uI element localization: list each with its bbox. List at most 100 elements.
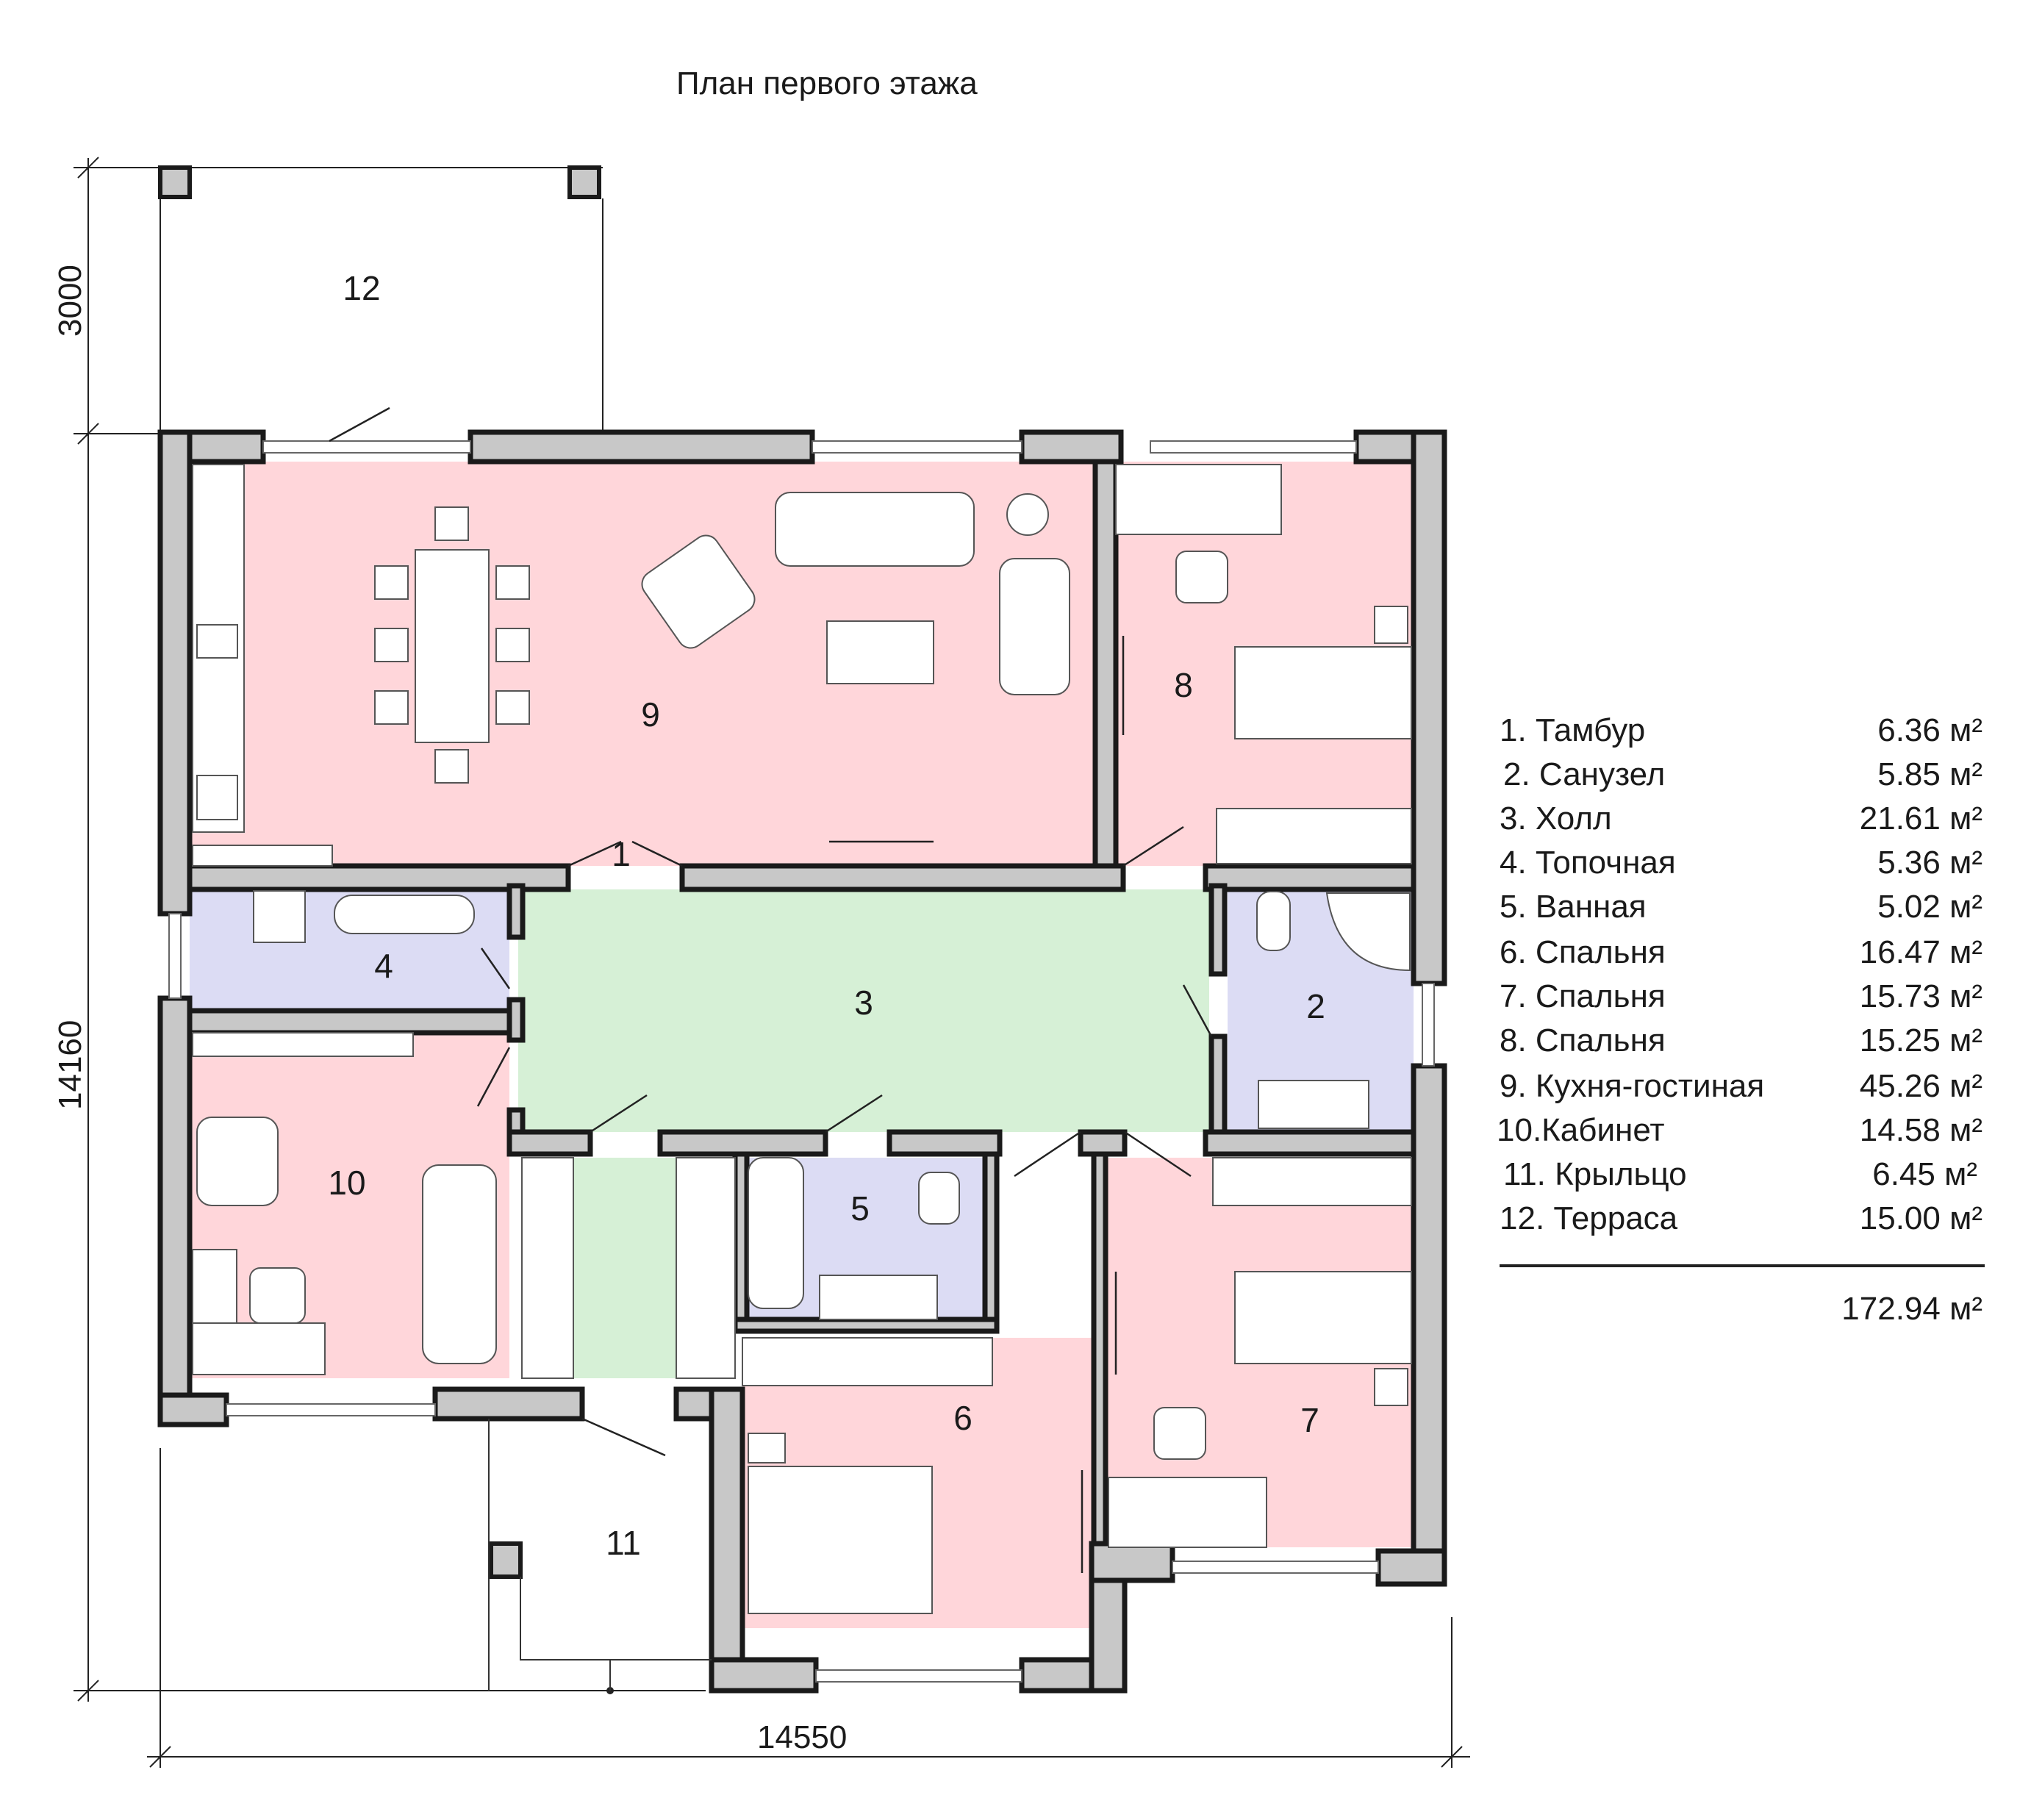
legend-area: 5.36 м² (1877, 845, 1982, 881)
room-number-4: 4 (374, 947, 393, 985)
bed (1234, 1271, 1412, 1364)
chair (374, 628, 409, 662)
room-3-floor (518, 889, 1209, 1132)
wardrobe (1216, 808, 1412, 864)
stove-icon (196, 775, 238, 820)
legend-name: 3. Холл (1500, 800, 1612, 836)
sofa (999, 558, 1070, 695)
bed (1234, 646, 1412, 739)
bed (748, 1466, 933, 1614)
legend-area: 45.26 м² (1860, 1068, 1982, 1104)
wardrobe (1212, 1157, 1412, 1206)
shower-icon (1325, 892, 1411, 972)
legend-name: 9. Кухня-гостиная (1500, 1068, 1764, 1104)
pillar (158, 165, 192, 199)
legend-area: 5.85 м² (1877, 756, 1982, 792)
room-number-2: 2 (1306, 987, 1325, 1025)
office-chair (1175, 551, 1228, 603)
nightstand (1374, 1368, 1408, 1406)
shelf (192, 1032, 414, 1057)
room-number-7: 7 (1300, 1401, 1319, 1439)
desk (1108, 1477, 1267, 1548)
chair (495, 565, 530, 600)
kitchen-counter (192, 845, 333, 867)
plan-title: План первого этажа (676, 65, 978, 101)
walls (157, 429, 1447, 1694)
sofa (422, 1164, 497, 1364)
windows (168, 440, 1435, 1683)
legend-area: 15.25 м² (1860, 1022, 1982, 1058)
wardrobe (521, 1157, 574, 1379)
wardrobe (676, 1157, 736, 1379)
doors (329, 406, 1213, 1457)
boiler (334, 895, 475, 934)
dim-total-height: 14160 (52, 1020, 88, 1110)
chair (495, 628, 530, 662)
legend-area: 6.36 м² (1877, 712, 1982, 748)
toilet-icon (918, 1172, 960, 1225)
sofa (775, 492, 975, 567)
pillar (489, 1541, 523, 1579)
legend-area: 15.73 м² (1860, 978, 1982, 1014)
legend-area: 5.02 м² (1877, 889, 1982, 925)
legend-total-area: 172.94 м² (1841, 1291, 1982, 1327)
sink-icon (196, 624, 238, 659)
nightstand (1374, 606, 1408, 644)
room-number-11: 11 (606, 1524, 641, 1562)
room-number-1: 1 (612, 835, 631, 873)
legend-name: 6. Спальня (1500, 934, 1666, 970)
legend-name: 11. Крыльцо (1503, 1156, 1687, 1192)
office-chair (249, 1267, 306, 1324)
legend-name: 4. Топочная (1500, 845, 1676, 881)
desk (192, 1322, 326, 1375)
room-1-floor (573, 1158, 676, 1378)
dining-table (415, 549, 490, 743)
armchair (641, 534, 756, 649)
room-number-3: 3 (854, 984, 873, 1022)
double-sink-icon (1258, 1080, 1369, 1129)
legend-name: 10.Кабинет (1497, 1112, 1665, 1148)
legend-area: 16.47 м² (1860, 934, 1982, 970)
legend-area: 14.58 м² (1860, 1112, 1982, 1148)
room-number-9: 9 (641, 695, 660, 734)
room-number-12: 12 (343, 269, 380, 307)
legend-name: 5. Ванная (1500, 889, 1647, 925)
room-schedule: 1. Тамбур 6.36 м² 2. Санузел 5.85 м² 3. … (1497, 712, 1985, 1327)
pillar (567, 165, 601, 199)
legend-name: 12. Терраса (1500, 1200, 1678, 1236)
chair (434, 506, 469, 541)
chair (374, 565, 409, 600)
dim-total-width: 14550 (757, 1719, 847, 1755)
room-number-6: 6 (953, 1399, 972, 1437)
double-sink-icon (819, 1275, 938, 1320)
armchair (196, 1117, 279, 1206)
porch-outline (520, 1577, 712, 1660)
room-numbers: 1 2 3 4 5 6 7 8 9 10 11 12 (328, 269, 1325, 1562)
bathtub-icon (748, 1157, 804, 1309)
dim-terrace-depth: 3000 (52, 265, 88, 337)
washing-machine-icon (253, 890, 306, 943)
legend-name: 2. Санузел (1503, 756, 1665, 792)
legend-name: 7. Спальня (1500, 978, 1666, 1014)
legend-area: 21.61 м² (1860, 800, 1982, 836)
toilet-icon (1256, 891, 1291, 951)
desk (1115, 464, 1282, 535)
furniture (192, 464, 1412, 1614)
legend-name: 8. Спальня (1500, 1022, 1666, 1058)
nightstand (748, 1433, 786, 1463)
dimension-lines (74, 157, 1470, 1768)
legend-name: 1. Тамбур (1500, 712, 1645, 748)
wardrobe (742, 1337, 993, 1386)
room-number-8: 8 (1174, 666, 1193, 704)
plant-icon (1006, 493, 1049, 536)
office-chair (1153, 1407, 1206, 1460)
legend-area: 6.45 м² (1872, 1156, 1977, 1192)
legend-area: 15.00 м² (1860, 1200, 1982, 1236)
chair (434, 749, 469, 784)
room-number-5: 5 (850, 1189, 870, 1228)
chair (374, 690, 409, 725)
coffee-table (826, 620, 934, 684)
room-number-10: 10 (328, 1164, 365, 1202)
chair (495, 690, 530, 725)
